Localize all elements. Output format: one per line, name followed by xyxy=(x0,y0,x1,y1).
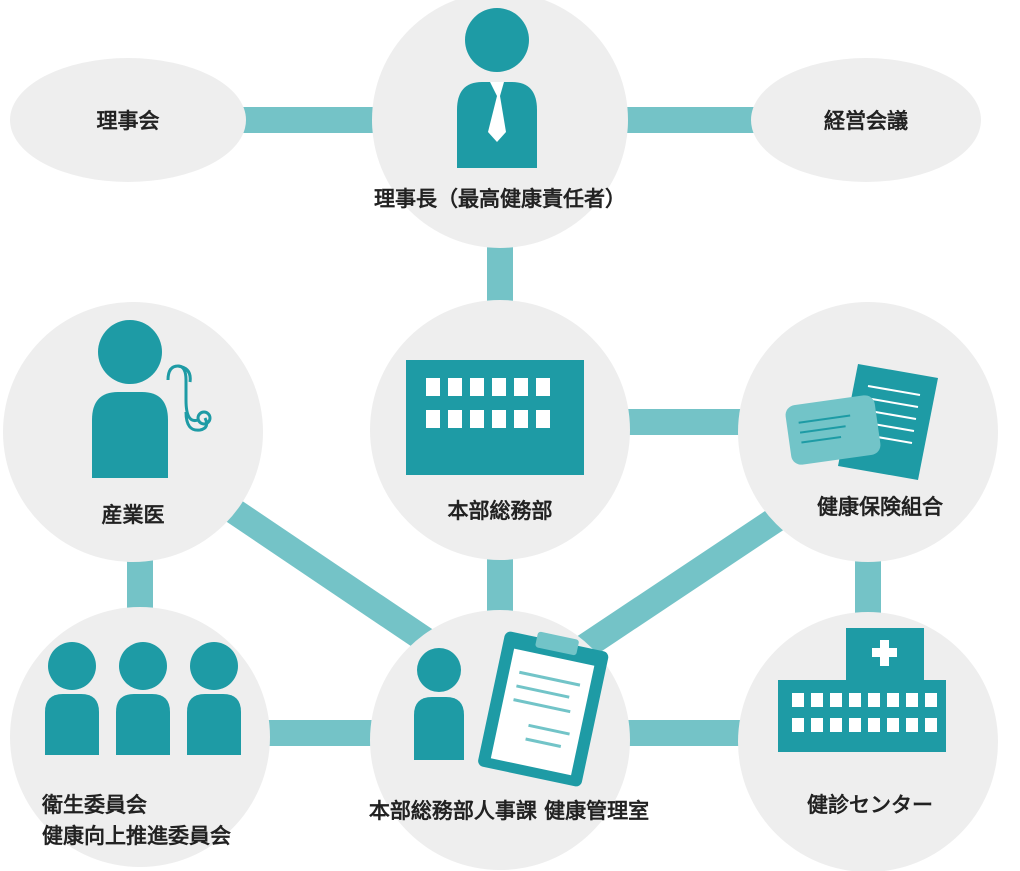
node-health-insurance-label: 健康保険組合 xyxy=(817,495,944,519)
node-health-office-label: 本部総務部人事課 健康管理室 xyxy=(369,799,649,823)
node-occupational-physician-label: 産業医 xyxy=(102,503,165,527)
doctor-stethoscope-icon xyxy=(92,320,212,478)
node-board: 理事会 xyxy=(10,58,246,182)
node-management-meeting-label: 経営会議 xyxy=(824,109,908,133)
connector-physician-health-office xyxy=(217,494,448,661)
node-board-label: 理事会 xyxy=(97,109,160,133)
insurance-card-document-icon xyxy=(785,364,938,480)
node-general-affairs-label: 本部総務部 xyxy=(448,499,553,523)
businessman-icon xyxy=(457,8,537,168)
node-management-meeting: 経営会議 xyxy=(751,58,981,182)
three-people-icon xyxy=(45,642,241,755)
office-building-icon xyxy=(406,360,584,475)
hospital-icon xyxy=(778,628,946,752)
connector-insurance-health-office xyxy=(572,499,798,661)
node-committees-label-line1: 衛生委員会 xyxy=(41,793,147,817)
node-health-insurance: 健康保険組合 xyxy=(738,302,998,562)
node-committees: 衛生委員会 健康向上推進委員会 xyxy=(10,607,270,867)
node-committees-label-line2: 健康向上推進委員会 xyxy=(42,824,231,848)
node-board-shape xyxy=(10,58,246,182)
node-general-affairs: 本部総務部 xyxy=(370,300,630,560)
person-clipboard-icon xyxy=(414,631,609,787)
node-health-office: 本部総務部人事課 健康管理室 xyxy=(369,610,649,870)
node-chairman: 理事長（最高健康責任者） xyxy=(372,0,628,248)
node-checkup-center: 健診センター xyxy=(738,612,998,871)
node-chairman-label: 理事長（最高健康責任者） xyxy=(374,187,626,211)
node-management-meeting-shape xyxy=(751,58,981,182)
node-occupational-physician: 産業医 xyxy=(3,302,263,562)
node-checkup-center-label: 健診センター xyxy=(807,793,933,817)
